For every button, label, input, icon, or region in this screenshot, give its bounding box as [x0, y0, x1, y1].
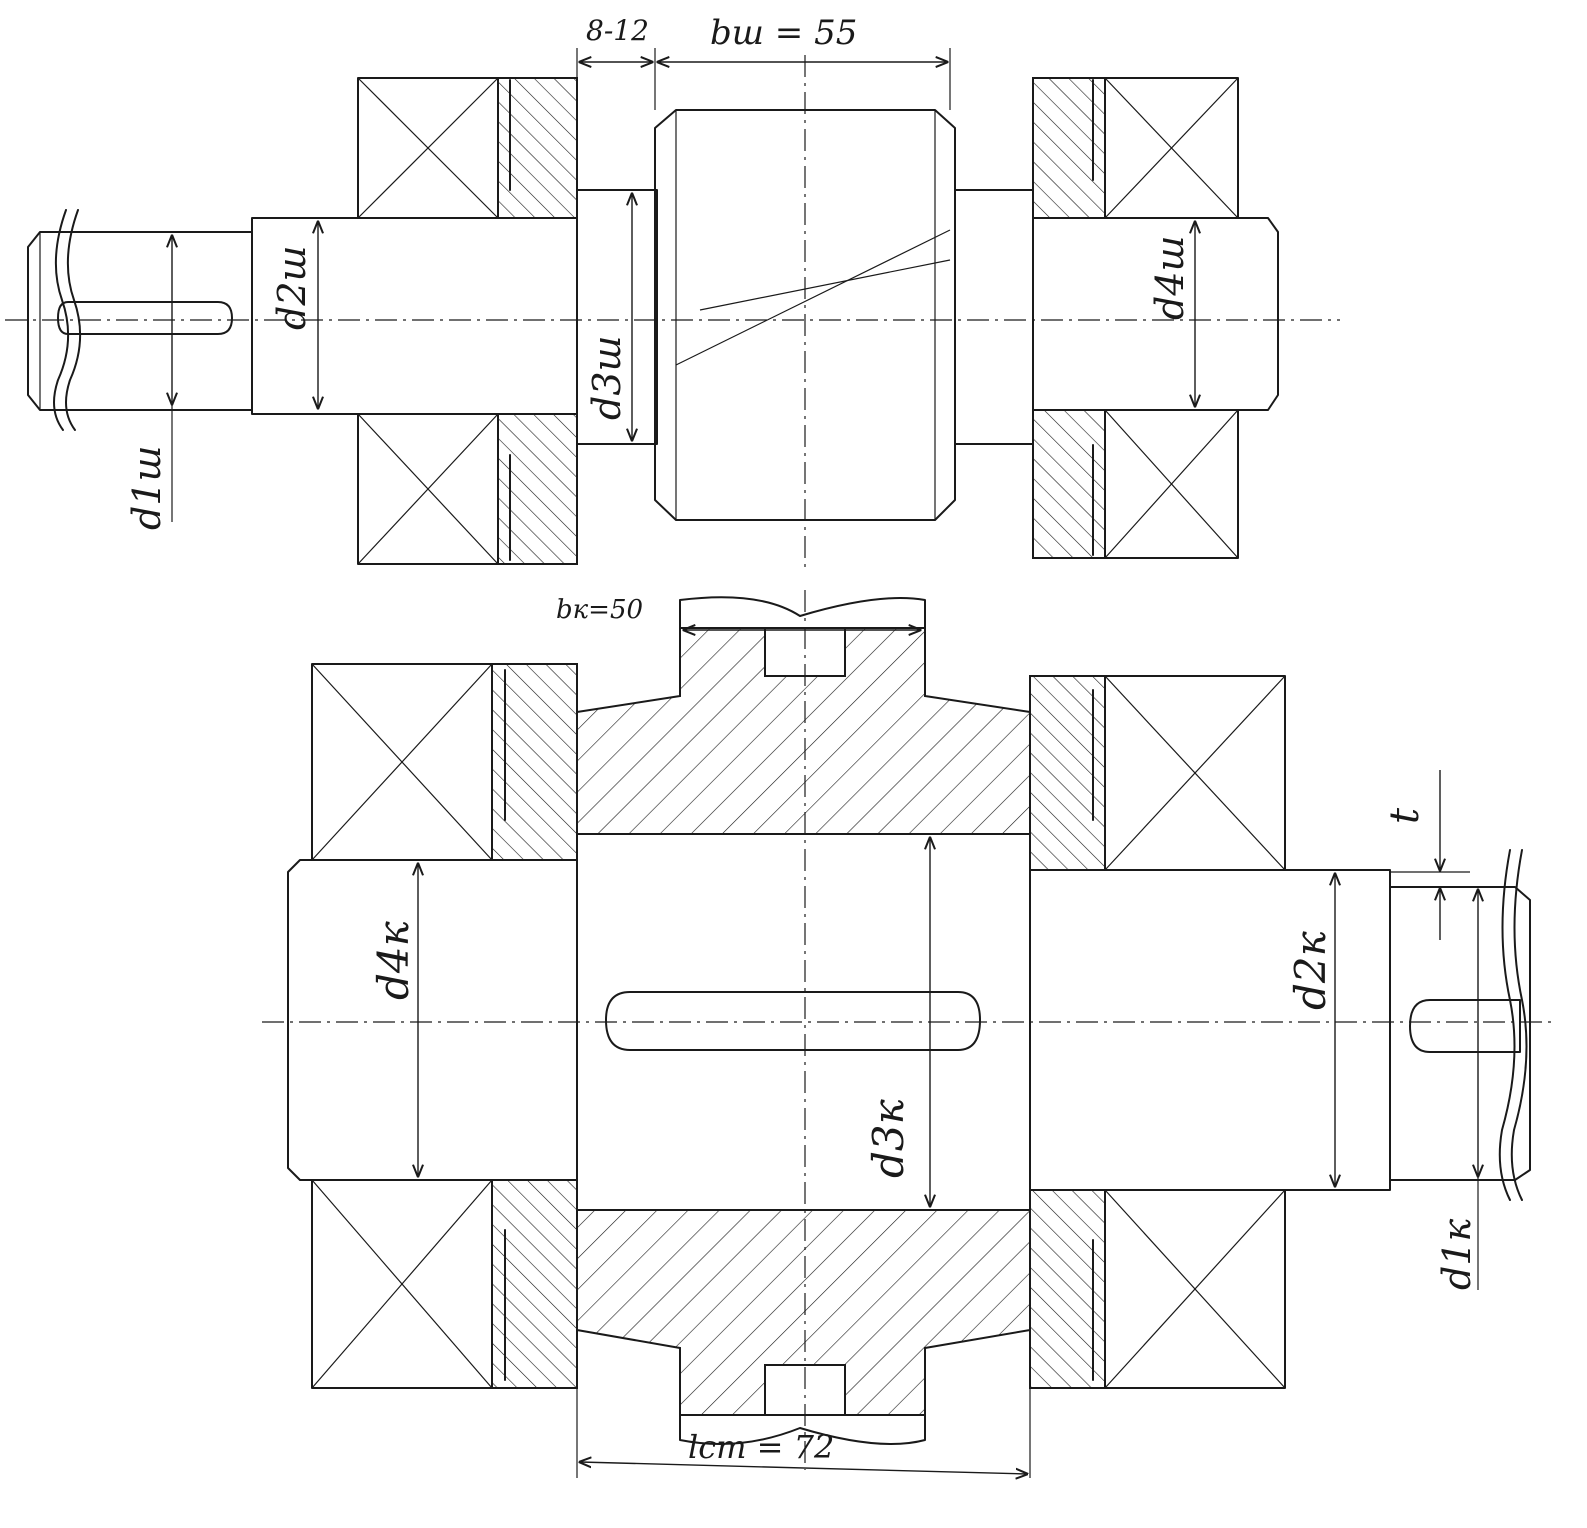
pinion-left-bearing — [357, 77, 499, 565]
break-line-right — [1498, 849, 1516, 1201]
dim-key-depth: t — [1382, 807, 1428, 824]
dim-d2-pinion: d2ш — [270, 246, 314, 331]
wheel-shaft-left-end-d4 — [287, 859, 578, 1181]
pinion-left-spacer-top — [497, 77, 578, 219]
wheel-hub-bottom — [576, 1209, 1031, 1416]
pinion-shaft-end — [27, 231, 253, 411]
wheel-shaft-output-end — [1389, 886, 1531, 1181]
dim-d2-wheel: d2к — [1286, 930, 1335, 1010]
helix-line — [675, 229, 951, 366]
dim-d1-wheel: d1к — [1435, 1218, 1479, 1290]
wheel-hub-keyway — [605, 991, 981, 1051]
break-line-left — [65, 209, 82, 431]
wheel-left-bearing — [311, 663, 493, 1389]
dim-hub-length: lст = 72 — [688, 1428, 834, 1466]
wheel-left-spacer-bottom — [491, 1179, 578, 1389]
dim-d3-pinion: d3ш — [585, 336, 629, 421]
pinion-shaft-step-right — [954, 189, 1034, 445]
dim-pinion-width: bш = 55 — [710, 13, 857, 53]
pinion-shaft-step-d3 — [576, 189, 658, 445]
wheel-shaft-assembly: bк=50 lст = 72 d4к d3к d2к d1к t — [262, 590, 1555, 1478]
wheel-rim-top — [679, 596, 926, 629]
dim-gap: 8-12 — [586, 14, 649, 47]
dim-d4-wheel: d4к — [369, 920, 418, 1000]
dim-wheel-width: bк=50 — [556, 595, 643, 625]
pinion-right-spacer-bottom — [1032, 409, 1106, 559]
wheel-shaft-seat-d2 — [1029, 869, 1391, 1191]
dim-d3-wheel: d3к — [864, 1098, 913, 1178]
pinion-left-spacer-bottom — [497, 413, 578, 565]
dim-d4-pinion: d4ш — [1148, 236, 1192, 321]
pinion-right-bearing — [1104, 77, 1239, 559]
wheel-right-bearing — [1104, 675, 1286, 1389]
pinion-right-spacer-top — [1032, 77, 1106, 219]
pinion-keyway — [57, 301, 233, 335]
wheel-left-spacer-top — [491, 663, 578, 861]
pinion-shaft-assembly: 8-12 bш = 55 d1ш d2ш d3ш d4ш — [5, 13, 1340, 570]
wheel-rim-bottom — [679, 1414, 926, 1445]
output-keyway — [1409, 999, 1521, 1053]
dim-d1-pinion: d1ш — [125, 446, 169, 531]
wheel-hub-top — [576, 627, 1031, 835]
